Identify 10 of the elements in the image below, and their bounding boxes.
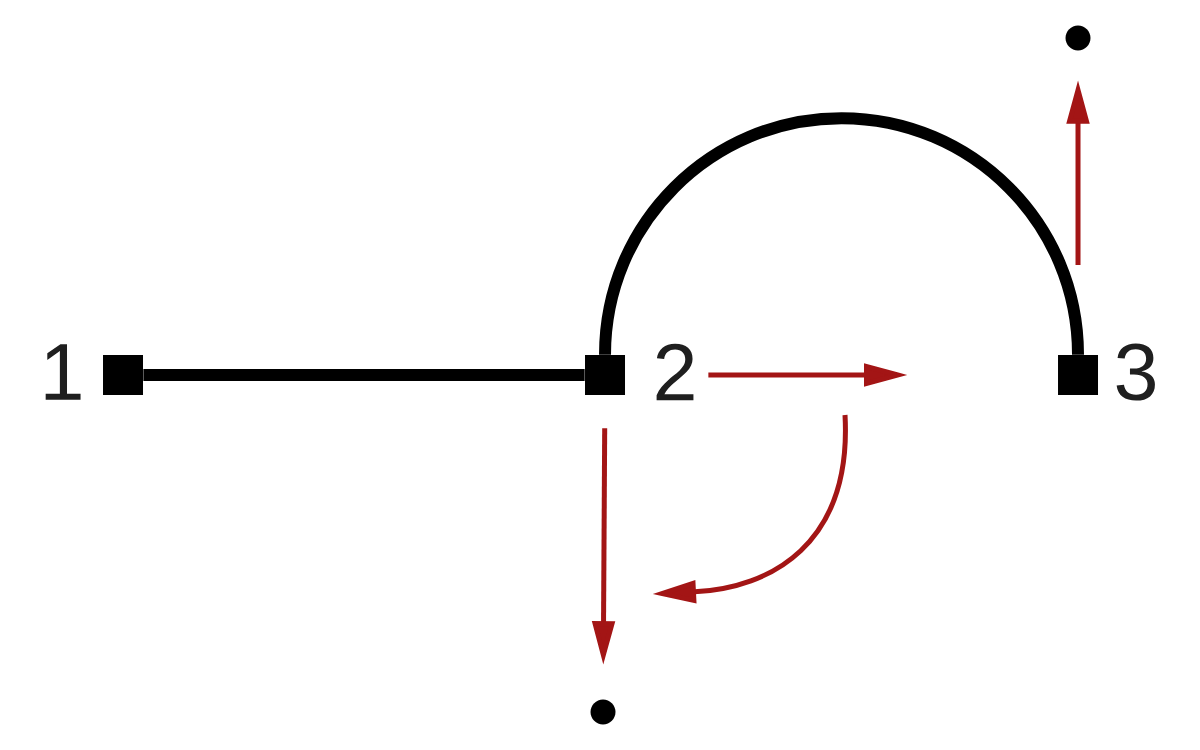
node-number: 1 bbox=[45, 344, 81, 400]
node-number: 2 bbox=[656, 343, 694, 401]
joint-square bbox=[103, 355, 143, 395]
joint-square bbox=[1058, 355, 1098, 395]
arc-line bbox=[599, 112, 1084, 356]
point-dot bbox=[590, 699, 616, 725]
node-number: 3 bbox=[1116, 343, 1155, 401]
point-dot bbox=[1065, 25, 1091, 51]
joint-square bbox=[585, 355, 625, 395]
bar-line bbox=[143, 369, 585, 381]
